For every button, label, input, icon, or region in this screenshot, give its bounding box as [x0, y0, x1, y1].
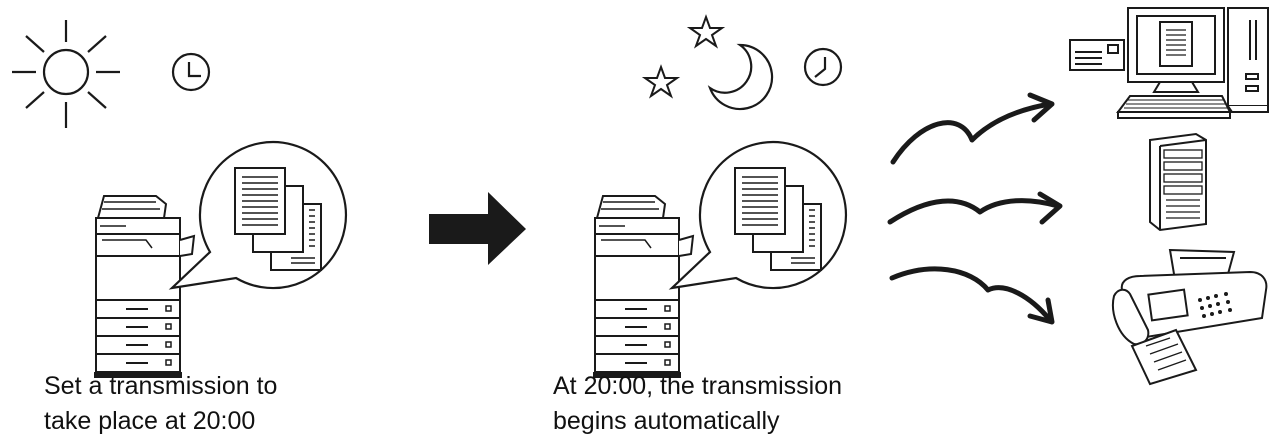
- clock-icon: [171, 52, 211, 92]
- document-bubble: [168, 140, 348, 290]
- big-arrow-icon: [429, 192, 526, 265]
- moon-icon: [707, 43, 774, 111]
- caption-automatic: At 20:00, the transmission begins automa…: [553, 369, 842, 439]
- transmission-arrow: [889, 266, 1055, 325]
- star-icon: [686, 14, 726, 49]
- caption-scheduled-line2: take place at 20:00: [44, 407, 256, 435]
- caption-automatic-line2: begins automatically: [553, 407, 780, 435]
- caption-scheduled-line1: Set a transmission to: [44, 372, 278, 400]
- transmission-arrow: [890, 92, 1055, 165]
- sun-icon: [12, 20, 120, 128]
- clock-icon: [803, 47, 843, 87]
- document-bubble: [668, 140, 848, 290]
- star-icon: [641, 64, 681, 99]
- computer-icon: [1069, 7, 1269, 119]
- server-icon: [1149, 132, 1207, 232]
- caption-scheduled: Set a transmission to take place at 20:0…: [44, 369, 277, 439]
- fax-machine-icon: [1112, 248, 1268, 386]
- transmission-arrow: [887, 191, 1063, 225]
- caption-automatic-line1: At 20:00, the transmission: [553, 372, 843, 400]
